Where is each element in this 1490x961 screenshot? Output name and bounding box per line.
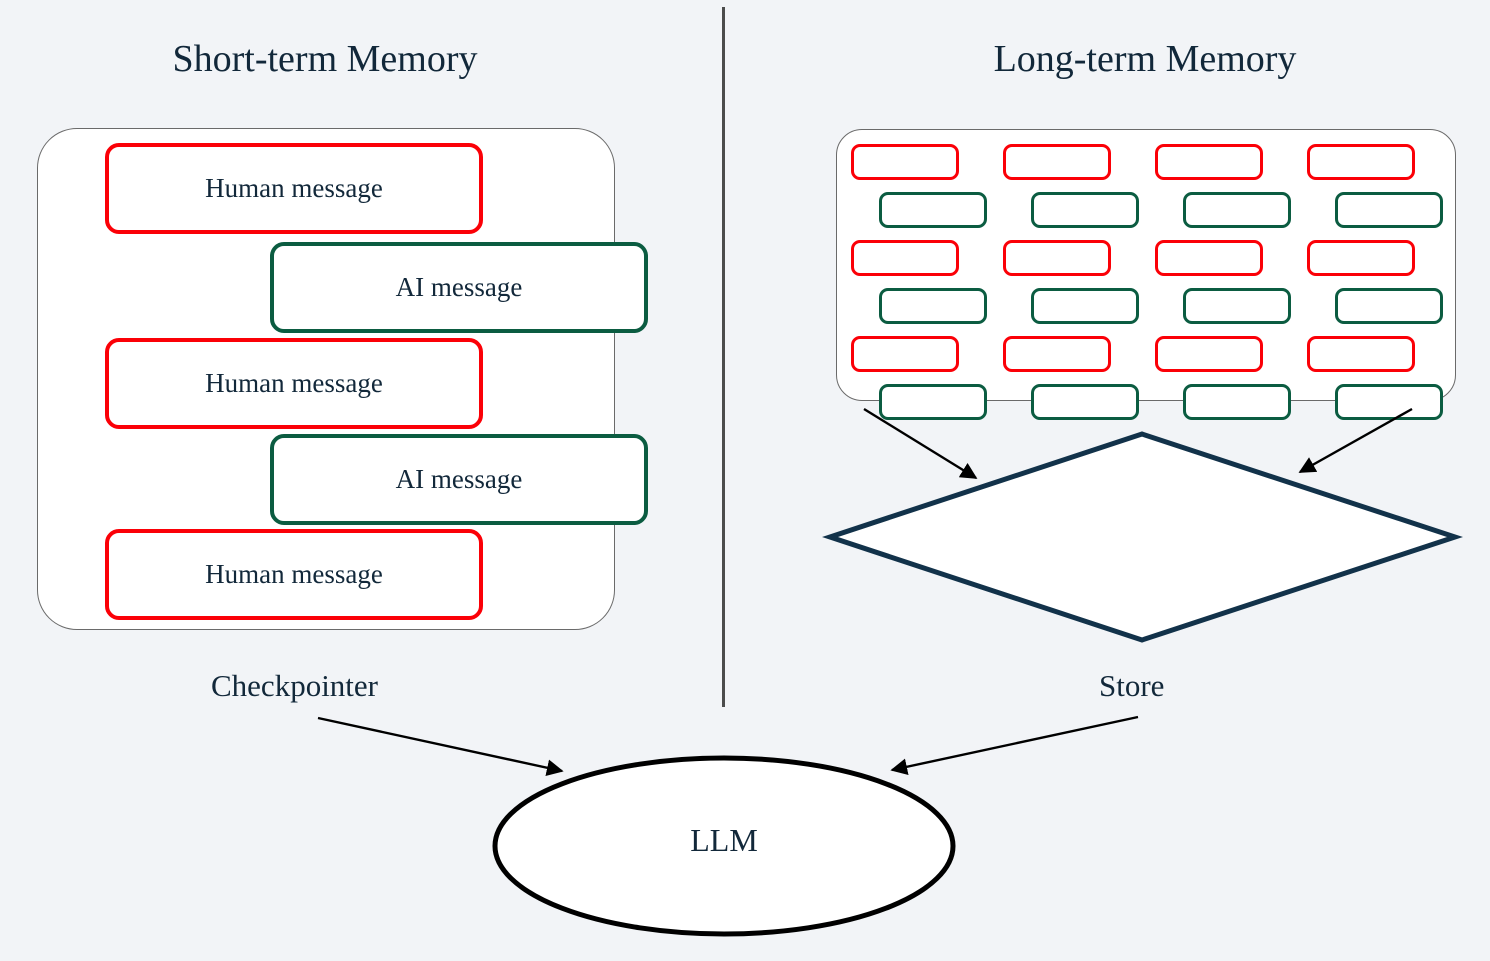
memory-pill-ai: [1183, 192, 1291, 228]
memory-pill-ai: [1031, 384, 1139, 420]
ai-message-box: AI message: [270, 242, 648, 333]
human-message-box: Human message: [105, 338, 483, 429]
memory-pill-ai: [1335, 192, 1443, 228]
memory-pill-human: [1155, 144, 1263, 180]
human-message-box: Human message: [105, 529, 483, 620]
memory-pill-human: [851, 240, 959, 276]
memory-pill-ai: [1031, 192, 1139, 228]
memory-pill-human: [1307, 240, 1415, 276]
memory-pill-human: [1155, 336, 1263, 372]
memory-pill-human: [1003, 144, 1111, 180]
memory-pill-ai: [879, 192, 987, 228]
memory-pill-human: [1003, 240, 1111, 276]
memory-pill-human: [1155, 240, 1263, 276]
arrow-checkpointer-to-llm: [317, 716, 564, 776]
ai-message-box: AI message: [270, 434, 648, 525]
memory-pill-ai: [879, 384, 987, 420]
checkpointer-label: Checkpointer: [211, 668, 379, 703]
memory-pill-human: [1003, 336, 1111, 372]
short-term-memory-title: Short-term Memory: [172, 38, 478, 80]
long-term-memory-title: Long-term Memory: [993, 38, 1297, 80]
memory-pill-human: [851, 336, 959, 372]
human-message-box: Human message: [105, 143, 483, 234]
memory-pill-ai: [1335, 384, 1443, 420]
memory-pill-human: [1307, 144, 1415, 180]
llm-node-label: LLM: [690, 822, 758, 858]
arrow-store-to-llm: [890, 715, 1139, 776]
memory-pill-ai: [1183, 384, 1291, 420]
store-label: Store: [1099, 668, 1165, 703]
memory-pill-human: [851, 144, 959, 180]
memory-pill-ai: [1335, 288, 1443, 324]
store-diamond: [822, 431, 1463, 643]
memory-pill-ai: [1183, 288, 1291, 324]
memory-pill-ai: [1031, 288, 1139, 324]
memory-pill-human: [1307, 336, 1415, 372]
vertical-divider: [722, 7, 725, 707]
memory-pill-ai: [879, 288, 987, 324]
short-term-memory-container: Human message AI message Human message A…: [37, 128, 648, 630]
long-term-memory-container: [836, 129, 1456, 420]
